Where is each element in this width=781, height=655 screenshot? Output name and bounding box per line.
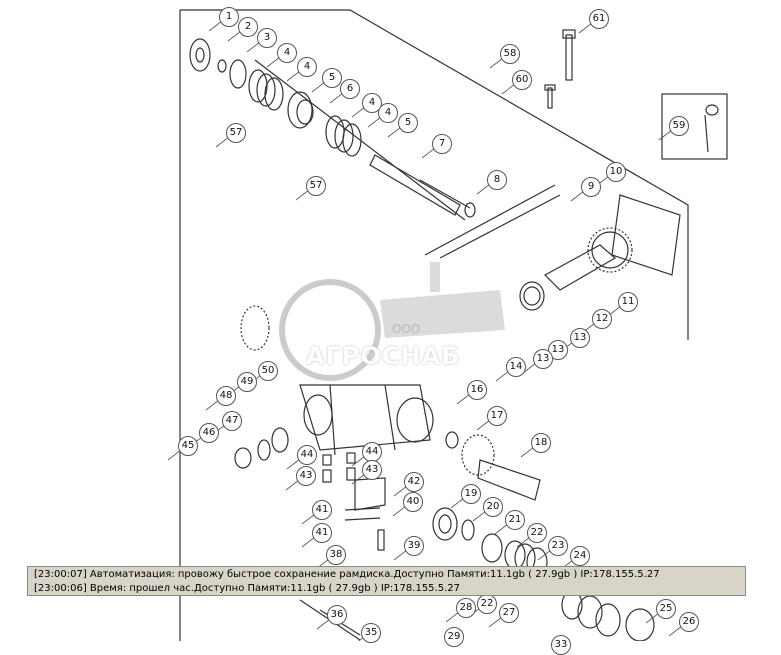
callout-c2: 2 <box>238 17 258 37</box>
callout-c27: 27 <box>499 603 519 623</box>
callout-c28: 28 <box>456 598 476 618</box>
callout-c1: 1 <box>219 7 239 27</box>
callout-c8: 8 <box>487 170 507 190</box>
callout-c41b: 41 <box>312 523 332 543</box>
log-line-1: [23:00:07] Автоматизация: провожу быстро… <box>34 569 660 580</box>
callout-c29: 29 <box>444 627 464 647</box>
frame-line-top <box>180 9 689 340</box>
callout-c6: 6 <box>340 79 360 99</box>
callout-c46: 46 <box>199 423 219 443</box>
callout-c24: 24 <box>570 546 590 566</box>
callout-c39: 39 <box>404 536 424 556</box>
callout-c4d: 4 <box>378 103 398 123</box>
callout-c58: 58 <box>500 44 520 64</box>
callout-c41a: 41 <box>312 500 332 520</box>
callout-c4a: 4 <box>277 43 297 63</box>
callout-c60: 60 <box>512 70 532 90</box>
callout-c21: 21 <box>505 510 525 530</box>
callout-c57b: 57 <box>306 176 326 196</box>
callout-c11: 11 <box>618 292 638 312</box>
callout-c4b: 4 <box>297 57 317 77</box>
callout-c18: 18 <box>531 433 551 453</box>
callout-c42: 42 <box>404 472 424 492</box>
callout-c17: 17 <box>487 406 507 426</box>
watermark-prefix: ООО <box>392 322 421 336</box>
callout-c13a: 13 <box>570 328 590 348</box>
callout-c16: 16 <box>467 380 487 400</box>
callout-c44b: 44 <box>362 442 382 462</box>
callout-c38: 38 <box>326 545 346 565</box>
callout-c57a: 57 <box>226 123 246 143</box>
status-log: [23:00:07] Автоматизация: провожу быстро… <box>27 566 746 596</box>
watermark-company-name: АГРОСНАБ <box>306 342 461 370</box>
log-line-2: [23:00:06] Время: прошел час.Доступно Па… <box>34 583 460 594</box>
callout-c22: 22 <box>527 523 547 543</box>
callout-c43a: 43 <box>296 466 316 486</box>
callout-c14: 14 <box>506 357 526 377</box>
callout-c47: 47 <box>222 411 242 431</box>
callout-c33: 33 <box>551 635 571 655</box>
callout-c59: 59 <box>669 116 689 136</box>
callout-c5a: 5 <box>322 68 342 88</box>
callout-c36: 36 <box>327 605 347 625</box>
callout-c4c: 4 <box>362 93 382 113</box>
callout-c10: 10 <box>606 162 626 182</box>
callout-c22b: 22 <box>477 594 497 614</box>
callout-c3: 3 <box>257 28 277 48</box>
callout-c25: 25 <box>656 599 676 619</box>
callout-c49: 49 <box>237 372 257 392</box>
callout-c7: 7 <box>432 134 452 154</box>
callout-c5b: 5 <box>398 113 418 133</box>
callout-c19: 19 <box>461 484 481 504</box>
callout-c45: 45 <box>178 436 198 456</box>
callout-c61: 61 <box>589 9 609 29</box>
callout-c43b: 43 <box>362 460 382 480</box>
callout-c26: 26 <box>679 612 699 632</box>
callout-c35: 35 <box>361 623 381 643</box>
callout-c44a: 44 <box>297 445 317 465</box>
callout-c13c: 13 <box>533 349 553 369</box>
callout-c50: 50 <box>258 361 278 381</box>
callout-c20: 20 <box>483 497 503 517</box>
callout-c48: 48 <box>216 386 236 406</box>
exploded-view-drawing <box>167 9 728 641</box>
callout-c9: 9 <box>581 177 601 197</box>
callout-c23: 23 <box>548 536 568 556</box>
callout-c12: 12 <box>592 309 612 329</box>
callout-c40: 40 <box>403 492 423 512</box>
watermark-logo <box>279 262 505 381</box>
